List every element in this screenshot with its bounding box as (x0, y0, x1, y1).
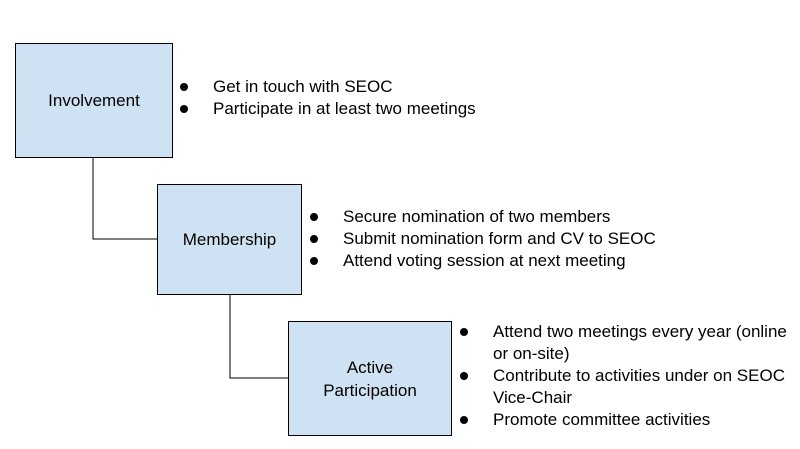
bullet-icon (310, 213, 318, 221)
stage-label-line-1: Active (346, 357, 394, 377)
bullet-icon (180, 83, 188, 91)
bullet-icon (310, 257, 318, 265)
stage-box-involvement: Involvement (15, 43, 173, 158)
list-item: Promote committee activities (457, 409, 787, 431)
connector-involvement-membership (92, 158, 157, 240)
list-item: Attend voting session at next meeting (307, 250, 656, 272)
bullet-icon (460, 372, 468, 380)
connector-membership-active (229, 295, 288, 379)
list-item: Attend two meetings every year (online o… (457, 321, 787, 365)
stage-label-involvement: Involvement (48, 91, 140, 110)
bullet-icon (310, 235, 318, 243)
list-item: Contribute to activities under on SEOC V… (457, 365, 787, 409)
stage-label-active-participation: Active Participation (323, 356, 417, 402)
stage-box-membership: Membership (157, 184, 302, 295)
active-participation-bullet-list: Attend two meetings every year (online o… (457, 321, 787, 431)
bullet-icon (460, 416, 468, 424)
list-item: Submit nomination form and CV to SEOC (307, 228, 656, 250)
list-item: Get in touch with SEOC (177, 76, 476, 98)
list-item: Secure nomination of two members (307, 206, 656, 228)
bullet-icon (460, 328, 468, 336)
list-item: Participate in at least two meetings (177, 98, 476, 120)
membership-bullet-list: Secure nomination of two members Submit … (307, 206, 656, 272)
stage-label-line-2: Participation (323, 380, 417, 400)
stage-box-active-participation: Active Participation (288, 321, 452, 436)
stage-label-membership: Membership (182, 230, 277, 249)
bullet-icon (180, 105, 188, 113)
involvement-bullet-list: Get in touch with SEOC Participate in at… (177, 76, 476, 120)
